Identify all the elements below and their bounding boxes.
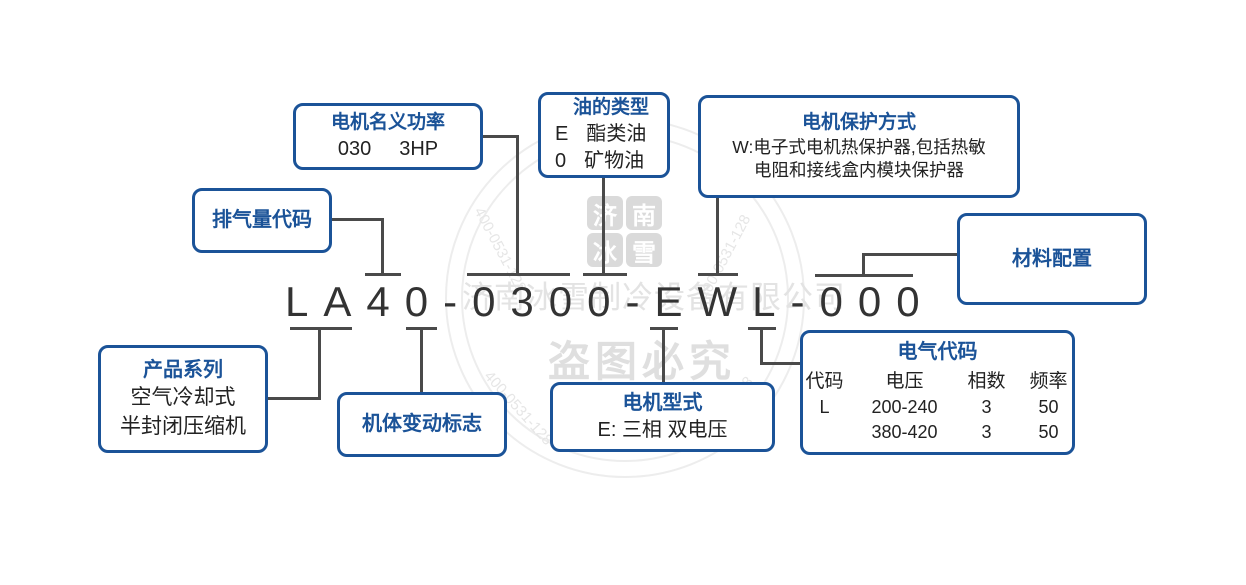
connector-line <box>481 135 519 138</box>
watermark-logo: 济 南 冰 雪 <box>587 196 662 267</box>
oil-code: 0 <box>555 149 567 172</box>
connector-tick <box>467 273 570 276</box>
table-cell: 200-240 <box>871 397 938 417</box>
motor-power-value: 3HP <box>399 137 439 160</box>
connector-line <box>760 327 763 365</box>
connector-line <box>330 218 384 221</box>
electrical-code-table: 代码 电压 相数 频率 L 200-240 3 50 380-420 3 50 <box>796 366 1080 443</box>
box-title: 材料配置 <box>1012 247 1092 270</box>
connector-line <box>420 327 423 393</box>
box-title: 电机名义功率 <box>330 112 445 134</box>
box-title: 排气量代码 <box>212 209 312 231</box>
protection-desc-line1: W:电子式电机热保护器,包括热敏 <box>732 136 986 157</box>
box-displacement: 排气量代码 <box>192 188 332 253</box>
box-title: 油的类型 <box>572 97 649 119</box>
box-material: 材料配置 <box>957 213 1147 305</box>
motor-type-desc: E: 三相 双电压 <box>597 419 728 441</box>
oil-code: E <box>555 122 569 145</box>
connector-tick <box>365 273 401 276</box>
watermark-logo-char: 雪 <box>626 233 662 267</box>
watermark-anti-theft-text: 盗图必究 <box>548 338 737 385</box>
box-product-series: 产品系列 空气冷却式 半封闭压缩机 <box>98 345 268 453</box>
box-title: 电机保护方式 <box>801 112 916 134</box>
connector-line <box>862 253 959 256</box>
watermark-logo-char: 济 <box>587 196 623 230</box>
box-title: 电机型式 <box>622 392 703 414</box>
box-title: 产品系列 <box>143 359 223 382</box>
connector-line <box>602 177 605 275</box>
connector-tick <box>815 274 913 277</box>
box-motor-power: 电机名义功率 030 3HP <box>293 103 483 170</box>
table-header: 电压 <box>885 371 924 392</box>
motor-power-code: 030 <box>337 137 372 160</box>
watermark-logo-char: 南 <box>626 196 662 230</box>
table-cell: 380-420 <box>871 422 938 442</box>
table-cell: L <box>819 397 830 417</box>
connector-line <box>862 253 865 276</box>
table-cell: 50 <box>1038 397 1059 417</box>
connector-tick <box>583 273 627 276</box>
table-cell: 50 <box>1038 422 1059 442</box>
connector-line <box>516 135 519 275</box>
connector-line <box>266 397 321 400</box>
protection-desc-line2: 电阻和接线盒内模块保护器 <box>754 160 964 181</box>
connector-line <box>716 197 719 275</box>
oil-name: 酯类油 <box>586 122 647 145</box>
box-body-mark: 机体变动标志 <box>337 392 507 457</box>
connector-line <box>318 327 321 400</box>
table-header: 频率 <box>1029 371 1068 392</box>
table-cell <box>796 422 854 443</box>
connector-line <box>381 218 384 275</box>
connector-tick <box>698 273 738 276</box>
watermark-logo-char: 冰 <box>587 233 623 267</box>
oil-name: 矿物油 <box>584 149 645 172</box>
connector-line <box>662 327 665 383</box>
model-code: LA40-0300-EWL-000 <box>285 278 935 325</box>
connector-line <box>760 362 802 365</box>
table-cell: 3 <box>981 397 992 417</box>
box-title: 电气代码 <box>897 341 978 363</box>
watermark-company-name: 济南冰雪制冷设备有限公司 <box>462 280 846 315</box>
box-oil-type: 油的类型 E 酯类油 0 矿物油 <box>538 92 670 178</box>
box-electrical-code: 电气代码 代码 电压 相数 频率 L 200-240 3 50 380-420 … <box>800 330 1075 455</box>
series-desc-line1: 空气冷却式 <box>130 386 236 410</box>
box-motor-protection: 电机保护方式 W:电子式电机热保护器,包括热敏 电阻和接线盒内模块保护器 <box>698 95 1020 198</box>
table-header: 代码 <box>805 371 844 392</box>
table-header: 相数 <box>967 371 1006 392</box>
table-cell: 3 <box>981 422 992 442</box>
box-motor-type: 电机型式 E: 三相 双电压 <box>550 382 775 452</box>
series-desc-line2: 半封闭压缩机 <box>120 414 246 438</box>
connector-tick <box>290 327 352 330</box>
box-title: 机体变动标志 <box>362 413 482 435</box>
